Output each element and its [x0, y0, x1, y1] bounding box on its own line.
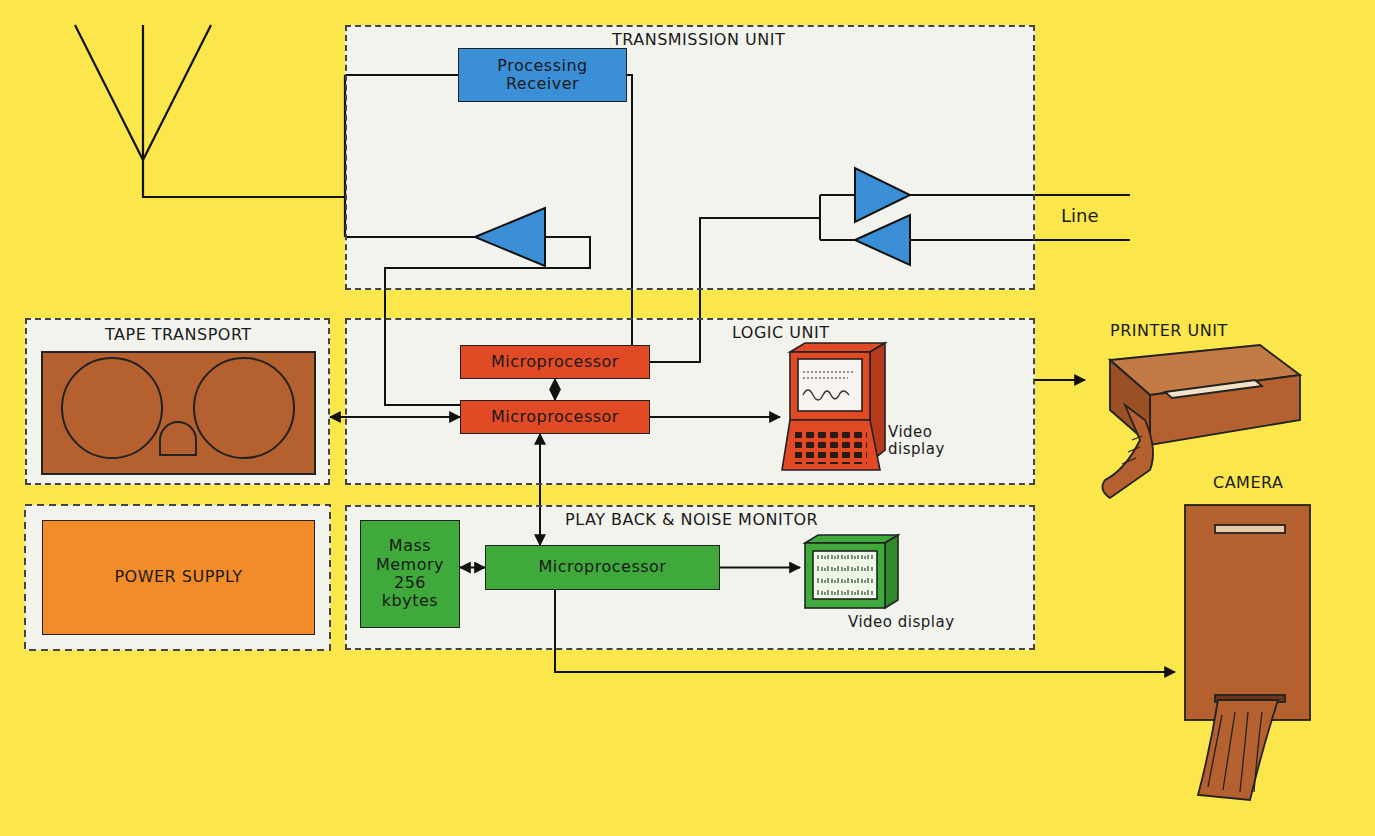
heading-label: LOGIC UNIT [732, 324, 829, 342]
display-terminal: Video display [780, 340, 948, 475]
heading-label: Video display [848, 614, 955, 631]
connector [539, 434, 541, 545]
heading-label: TAPE TRANSPORT [105, 326, 252, 344]
panel-ground [25, 25, 1035, 650]
printer-drawing [1102, 345, 1300, 498]
camera-unit: CAMERA [1175, 472, 1320, 725]
display-monitor: Video display [800, 530, 968, 643]
heading-label: Video display [888, 424, 948, 459]
box-label: Mass Memory 256 kbytes [367, 537, 453, 611]
connector [554, 379, 556, 400]
heading-label: PRINTER UNIT [1110, 322, 1228, 340]
printer-unit: PRINTER UNIT [1085, 318, 1307, 500]
box-label: Microprocessor [539, 558, 667, 576]
processor-box: Microprocessor [460, 345, 650, 379]
amplifier-symbol [475, 168, 910, 266]
heading-label: TRANSMISSION UNIT [612, 31, 785, 49]
connector [627, 75, 632, 345]
connector [650, 416, 780, 418]
heading-label: CAMERA [1213, 474, 1283, 492]
memory-box: Mass Memory 256 kbytes [360, 520, 460, 628]
heading-label: PLAY BACK & NOISE MONITOR [565, 511, 818, 529]
processor-box: Microprocessor [485, 545, 720, 590]
connector [720, 567, 800, 569]
camera-drawing [1185, 505, 1310, 800]
connector [1035, 379, 1085, 381]
connector [330, 416, 460, 418]
terminal-drawing [782, 343, 885, 470]
unit-panel: TRANSMISSION UNIT Processing Receiver [345, 25, 1035, 290]
monitor-drawing [805, 535, 898, 608]
receiver-box: Processing Receiver [458, 48, 627, 102]
connector [460, 567, 485, 569]
processor-box: Microprocessor [460, 400, 650, 434]
box-label: Processing Receiver [465, 57, 620, 94]
box-label: Microprocessor [491, 408, 619, 426]
box-label: Microprocessor [491, 353, 619, 371]
line-label: Line [1058, 205, 1102, 226]
unit-panel: LOGIC UNITMicroprocessorMicroprocessorVi… [345, 318, 1035, 485]
unit-panel: PLAY BACK & NOISE MONITOR Mass Memory 256… [345, 505, 1035, 650]
box-label: POWER SUPPLY [114, 568, 242, 586]
tape-transport [42, 352, 315, 474]
signal-wire [385, 195, 1130, 405]
connector [555, 590, 1175, 672]
power-housing [25, 505, 330, 650]
antenna [75, 25, 475, 237]
unit-panel: TAPE TRANSPORT [25, 318, 330, 485]
power-box: POWER SUPPLY [42, 520, 315, 635]
